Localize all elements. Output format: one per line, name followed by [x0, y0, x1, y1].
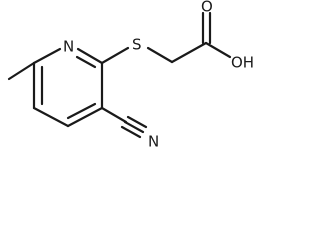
c3-nitrile-bond [100, 106, 128, 124]
carbonyl-oxygen-label: O [201, 0, 213, 16]
ch2-carboxyl-bond [170, 41, 208, 64]
sulfur-label: S [132, 36, 142, 54]
triple-bond-a [126, 115, 148, 129]
chemical-structure: N S O OH N [7, 0, 254, 151]
ring-bond-n1-c2-inner [75, 55, 97, 69]
ring-bond-c6-n1 [32, 47, 62, 65]
sulfur-ch2-bond [146, 46, 174, 64]
triple-bond-b [123, 120, 145, 134]
triple-bond-c [120, 125, 142, 139]
c2-sulfur-bond [100, 46, 130, 65]
methyl-bond [7, 61, 36, 81]
ring-bond-n1-c2 [76, 47, 104, 65]
hydroxyl-label: OH [231, 54, 254, 72]
ring-bond-c4-c5 [32, 106, 70, 128]
hydroxyl-bond [204, 41, 232, 59]
ring-bond-c3-c4 [66, 106, 104, 128]
ring-bond-c3-c4-inner [66, 102, 97, 120]
ring-nitrogen-label: N [63, 38, 74, 56]
nitrile-nitrogen-label: N [148, 133, 159, 151]
